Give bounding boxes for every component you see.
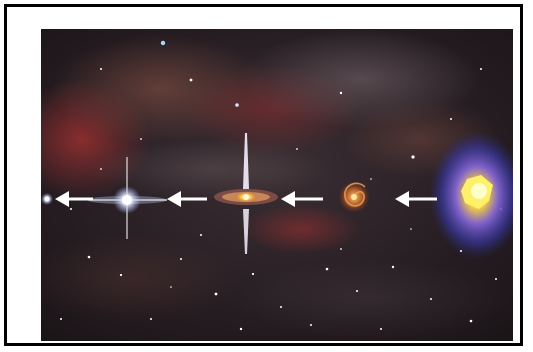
space-scene xyxy=(41,29,513,341)
point-star xyxy=(41,193,53,205)
small-spiral-galaxy xyxy=(338,181,370,213)
image-frame xyxy=(4,4,523,346)
